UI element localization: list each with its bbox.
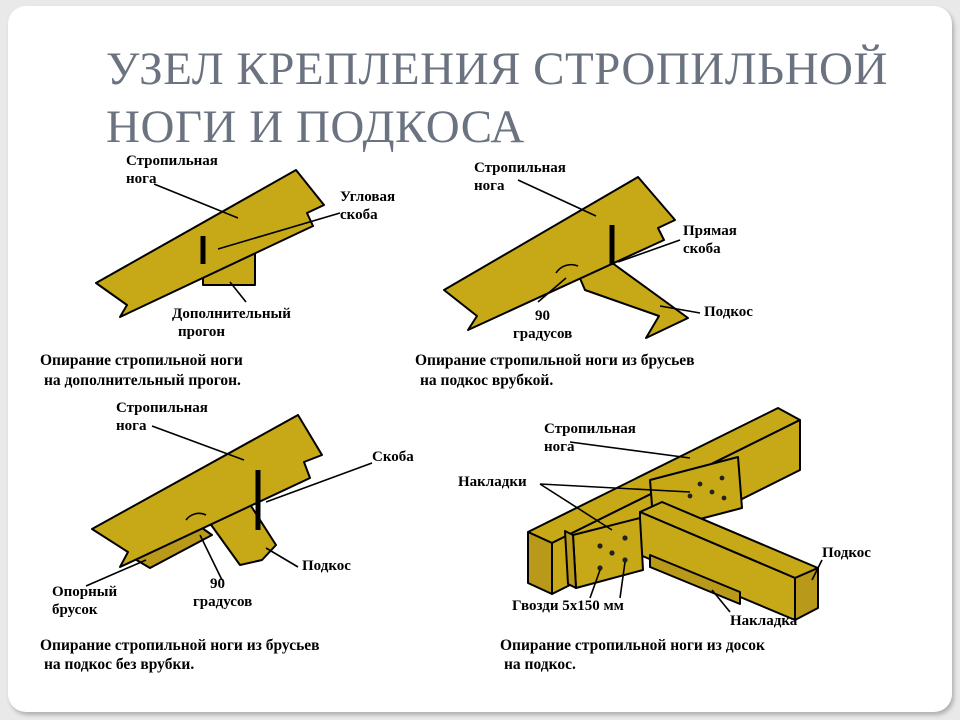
- leader-rafter: [153, 183, 239, 219]
- leader-rafter: [569, 441, 691, 459]
- label-strut: Подкос: [302, 558, 351, 574]
- label-bracket-1: Угловая: [340, 189, 395, 205]
- caption-4-line2: на подкос.: [504, 656, 576, 673]
- panel-strut-without-notch: Стропильная нога Скоба Подкос Опорный бр…: [40, 400, 414, 673]
- leader-plates-rear: [539, 483, 691, 493]
- leader-bracket: [217, 212, 341, 250]
- panel-notched-strut: Стропильная нога Прямая скоба 90 градусо…: [415, 160, 753, 389]
- label-rafter-2: нога: [116, 418, 147, 434]
- leader-angle: [537, 277, 567, 303]
- bottom-plate: [649, 554, 741, 605]
- leader-nails-2: [619, 561, 626, 599]
- rafter-beam: [443, 176, 676, 331]
- caption-2-line1: Опирание стропильной ноги из брусьев: [415, 352, 695, 369]
- front-plate-nails: [597, 535, 628, 571]
- label-plate: Накладка: [730, 613, 798, 629]
- label-angle-2: градусов: [513, 326, 572, 342]
- angle-arc: [555, 263, 579, 274]
- caption-3-line1: Опирание стропильной ноги из брусьев: [40, 637, 320, 654]
- leader-rafter: [517, 179, 597, 217]
- leader-bracket: [617, 239, 681, 263]
- leader-rafter: [151, 425, 245, 461]
- label-strut: Подкос: [822, 545, 871, 561]
- label-bracket-2: скоба: [683, 241, 721, 257]
- leader-strut: [265, 547, 299, 568]
- rafter-beam: [91, 414, 323, 568]
- panel-purlin-support: Стропильная нога Угловая скоба Дополните…: [40, 153, 395, 389]
- label-rafter-1: Стропильная: [544, 421, 636, 437]
- leader-nails-1: [589, 569, 601, 599]
- label-strut: Подкос: [704, 304, 753, 320]
- label-bracket-1: Прямая: [683, 223, 737, 239]
- leader-purlin: [229, 281, 247, 303]
- caption-4-line1: Опирание стропильной ноги из досок: [500, 637, 765, 654]
- caption-1-line2: на дополнительный прогон.: [44, 372, 241, 389]
- label-rafter-2: нога: [126, 171, 157, 187]
- label-rafter-1: Стропильная: [474, 160, 566, 176]
- label-bracket-2: скоба: [340, 207, 378, 223]
- strut-end-face: [794, 567, 819, 621]
- rear-plate-nails: [687, 475, 727, 501]
- leader-plates-front: [539, 483, 613, 531]
- label-purlin-1: Дополнительный: [172, 306, 291, 322]
- label-rafter-1: Стропильная: [126, 153, 218, 169]
- front-plate-edge: [564, 530, 577, 589]
- label-purlin-2: прогон: [178, 324, 225, 340]
- leader-strut: [659, 305, 701, 314]
- leader-angle: [199, 534, 223, 581]
- caption-2-line2: на подкос врубкой.: [420, 372, 553, 389]
- label-rafter-2: нога: [544, 439, 575, 455]
- label-plates: Накладки: [458, 474, 527, 490]
- label-angle-1: 90: [535, 308, 550, 324]
- leader-plate: [711, 589, 731, 613]
- label-angle-1: 90: [210, 576, 225, 592]
- caption-1-line1: Опирание стропильной ноги: [40, 352, 243, 369]
- label-nails: Гвозди 5х150 мм: [512, 598, 624, 614]
- label-rafter-1: Стропильная: [116, 400, 208, 416]
- caption-3-line2: на подкос без врубки.: [44, 656, 194, 673]
- label-angle-2: градусов: [193, 594, 252, 610]
- label-support-2: брусок: [52, 602, 98, 618]
- rafter-end-face: [527, 531, 553, 595]
- label-bracket: Скоба: [372, 449, 414, 465]
- leader-strut: [811, 559, 823, 581]
- label-support-1: Опорный: [52, 584, 118, 600]
- rafter-beam: [95, 169, 325, 318]
- label-rafter-2: нога: [474, 178, 505, 194]
- angle-arc: [185, 512, 207, 521]
- slide-title: УЗЕЛ КРЕПЛЕНИЯ СТРОПИЛЬНОЙ НОГИ И ПОДКОС…: [106, 43, 888, 153]
- leader-bracket: [265, 462, 373, 503]
- panel-board-rafter: Стропильная нога Накладки Подкос Гвозди …: [458, 407, 871, 673]
- leader-support: [85, 559, 147, 587]
